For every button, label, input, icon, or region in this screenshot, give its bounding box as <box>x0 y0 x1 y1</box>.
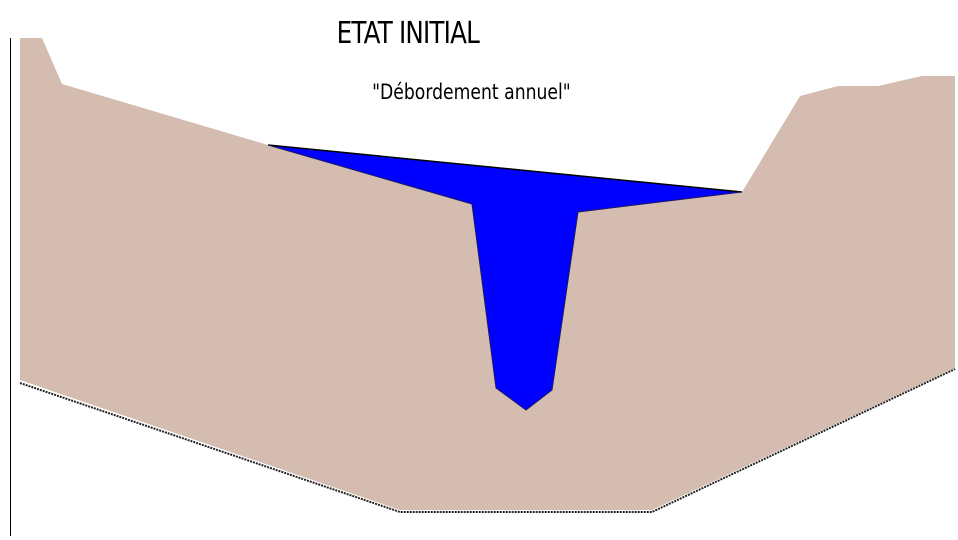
diagram-canvas: ETAT INITIAL "Débordement annuel" <box>0 0 958 540</box>
cross-section-drawing <box>0 0 958 540</box>
